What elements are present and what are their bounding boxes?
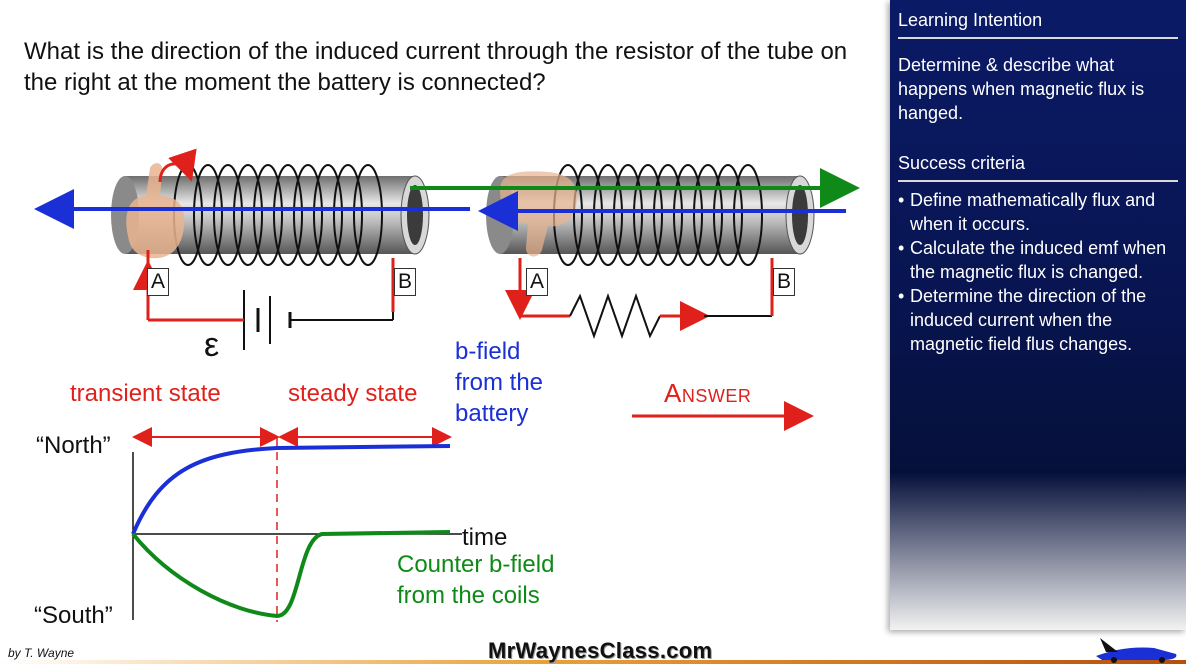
rocket-car-logo-icon — [1096, 638, 1177, 663]
resistor-circuit — [505, 258, 774, 340]
counter-label-line2: from the coils — [397, 582, 540, 609]
transient-state-label: transient state — [70, 380, 221, 407]
bfield-label-line3: battery — [455, 400, 529, 427]
learning-panel: Learning Intention Determine & describe … — [890, 0, 1186, 630]
counter-bfield-curve — [131, 530, 451, 619]
terminal-a-left: A — [147, 268, 169, 296]
thumbs-down-hand-icon — [500, 171, 577, 257]
bfield-label-line1: b-field — [455, 338, 521, 365]
footer-divider — [0, 660, 1186, 664]
terminal-b-left: B — [394, 268, 416, 296]
author-byline: by T. Wayne — [8, 646, 75, 660]
north-label: “North” — [36, 432, 111, 459]
terminal-b-right: B — [773, 268, 795, 296]
criteria-item: Determine the direction of the induced c… — [898, 284, 1186, 356]
learning-intention-text: Determine & describe what happens when m… — [898, 55, 1145, 123]
criteria-item: Calculate the induced emf when the magne… — [898, 236, 1186, 284]
steady-state-label: steady state — [288, 380, 418, 407]
success-criteria-list: Define mathematically flux and when it o… — [898, 188, 1186, 356]
left-tube — [111, 163, 430, 266]
terminal-a-right: A — [526, 268, 548, 296]
answer-button[interactable]: Answer — [664, 378, 752, 408]
criteria-item: Define mathematically flux and when it o… — [898, 188, 1186, 236]
time-axis-label: time — [462, 524, 508, 551]
learning-intention-heading: Learning Intention — [898, 0, 1178, 39]
success-criteria-heading: Success criteria — [898, 143, 1178, 182]
counter-label-line1: Counter b-field — [397, 551, 555, 578]
battery-bfield-curve — [131, 444, 451, 535]
resistor-icon — [569, 292, 661, 340]
right-tube — [486, 164, 815, 266]
flux-graph — [131, 438, 462, 622]
question-text: What is the direction of the induced cur… — [24, 38, 848, 96]
bfield-label-line2: from the — [455, 369, 544, 396]
curl-arrow — [158, 148, 197, 183]
site-name[interactable]: MrWaynesClass.com — [488, 638, 713, 663]
emf-symbol: ε — [204, 326, 220, 364]
battery-circuit — [133, 250, 395, 350]
south-label: “South” — [34, 602, 113, 629]
solenoid-diagram — [34, 148, 860, 622]
